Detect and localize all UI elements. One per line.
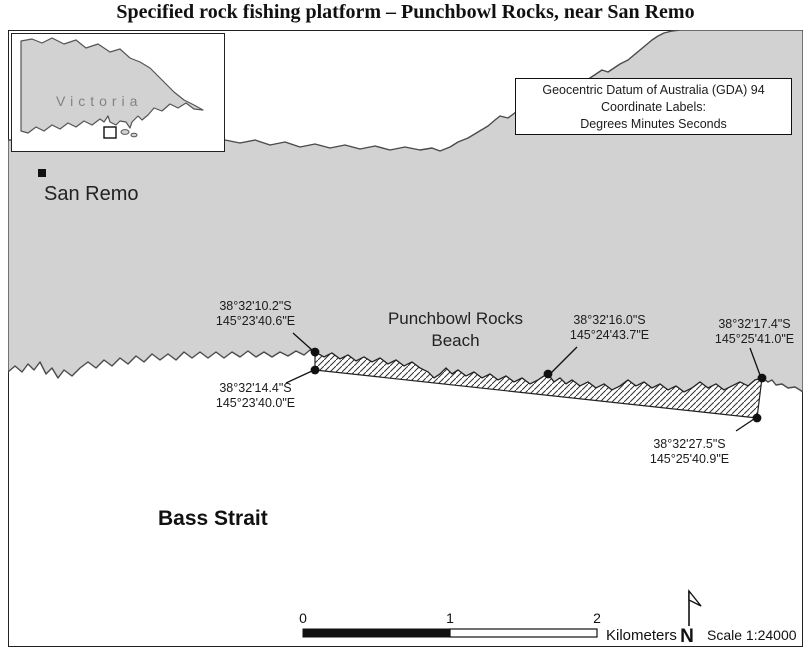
leader-point-4 (749, 347, 761, 376)
punchbowl-rocks-beach-label: Punchbowl Rocks Beach (383, 308, 528, 352)
bass-strait-label: Bass Strait (158, 507, 268, 530)
north-arrow-label: N (680, 626, 694, 647)
leader-lines (285, 332, 761, 432)
phillip-island-shape (120, 129, 130, 135)
scale-bar-left-half (302, 628, 451, 638)
san-remo-label: San Remo (44, 183, 139, 205)
san-remo-marker (38, 169, 46, 177)
coordinate-3-lat: 38°32'16.0"S (573, 313, 646, 327)
boundary-point-1 (310, 347, 320, 357)
coordinate-4-lat: 38°32'17.4"S (718, 317, 791, 331)
coordinate-label-5: 38°32'27.5"S 145°25'40.9"E (627, 437, 752, 467)
leader-point-5 (735, 418, 755, 432)
coordinate-label-2: 38°32'14.4"S 145°23'40.0"E (193, 381, 318, 411)
coordinate-2-lon: 145°23'40.0"E (215, 396, 296, 410)
victoria-inset-canvas (20, 37, 204, 139)
datum-line-3: Degrees Minutes Seconds (580, 117, 727, 131)
coordinate-1-lat: 38°32'10.2"S (219, 299, 292, 313)
datum-line-1: Geocentric Datum of Australia (GDA) 94 (542, 83, 765, 97)
coordinate-5-lon: 145°25'40.9"E (649, 452, 730, 466)
scale-units-label: Kilometers (606, 627, 677, 644)
map-title: Specified rock fishing platform – Punchb… (116, 1, 695, 23)
leader-point-3 (550, 346, 578, 374)
scale-tick-2: 2 (593, 610, 601, 626)
north-arrow-icon: N (680, 589, 702, 647)
coordinate-label-1: 38°32'10.2"S 145°23'40.6"E (193, 299, 318, 329)
coordinate-label-4: 38°32'17.4"S 145°25'41.0"E (692, 317, 811, 347)
coordinate-2-lat: 38°32'14.4"S (219, 381, 292, 395)
boundary-point-4 (757, 373, 767, 383)
victoria-label: Victoria (56, 93, 143, 109)
coordinate-1-lon: 145°23'40.6"E (215, 314, 296, 328)
study-area-box (103, 126, 117, 139)
scale-ratio-label: Scale 1:24000 (707, 627, 797, 643)
coordinate-5-lat: 38°32'27.5"S (653, 437, 726, 451)
leader-point-1 (292, 332, 313, 351)
scale-bar: 0 1 2 Kilometers (299, 610, 677, 644)
scale-bar-right-half (449, 628, 598, 638)
victoria-inset-map: Victoria (11, 33, 225, 152)
scale-tick-0: 0 (299, 610, 307, 626)
victoria-landmass (20, 37, 204, 134)
boundary-point-3 (543, 369, 553, 379)
boundary-point-2 (310, 365, 320, 375)
boundary-points (310, 347, 767, 423)
scale-tick-1: 1 (446, 610, 454, 626)
coordinate-label-3: 38°32'16.0"S 145°24'43.7"E (547, 313, 672, 343)
beach-label-line-2: Beach (431, 331, 480, 350)
coordinate-3-lon: 145°24'43.7"E (569, 328, 650, 342)
datum-info-box: Geocentric Datum of Australia (GDA) 94 C… (515, 78, 792, 135)
boundary-point-5 (752, 413, 762, 423)
datum-line-2: Coordinate Labels: (601, 100, 706, 114)
coordinate-4-lon: 145°25'41.0"E (714, 332, 795, 346)
beach-label-line-1: Punchbowl Rocks (387, 309, 524, 328)
north-arrow-flag (688, 589, 702, 607)
small-island-shape (130, 132, 138, 138)
leader-point-2 (285, 370, 313, 384)
